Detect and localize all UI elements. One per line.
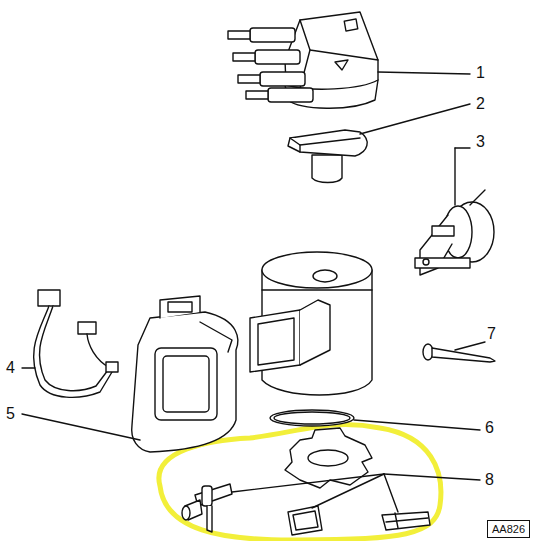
callout-number: 5 [6,406,15,422]
seal [288,506,322,535]
leader-line [455,342,485,350]
pin [423,344,495,362]
pin-bolt [182,484,232,532]
leader-line [22,414,140,440]
vacuum-advance-unit [415,148,494,275]
wiring-harness [34,290,118,397]
leader-line [22,367,35,368]
callout-number: 7 [487,326,496,342]
rotor [288,130,367,183]
callout-number: 4 [6,360,15,376]
callout-number: 2 [476,96,485,112]
ignition-module [132,296,238,452]
callout-number: 6 [485,420,494,436]
callout-number: 3 [476,134,485,150]
mounting-plate [285,428,372,488]
drawing-code: AA826 [492,523,525,535]
leader-line [354,420,480,430]
callout-number: 8 [485,472,494,488]
distributor-housing [250,252,372,395]
o-ring [274,412,350,424]
distributor-cap [228,12,378,108]
o-ring [270,410,354,426]
drawing-code-box: AA826 [487,520,530,538]
leader-line [360,104,470,134]
leader-line [378,72,470,74]
leader-line [232,474,480,512]
seal [382,512,430,530]
callout-number: 1 [476,65,485,81]
